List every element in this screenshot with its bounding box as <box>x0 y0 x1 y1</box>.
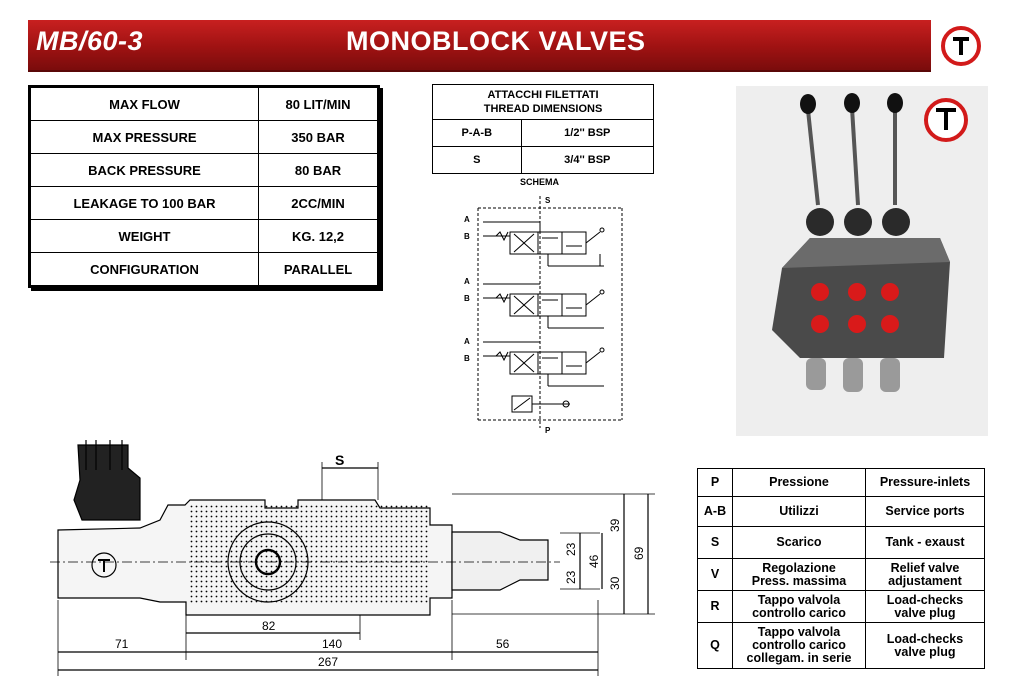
schema-port-b: B <box>464 232 470 241</box>
technical-drawing <box>50 440 655 676</box>
legend-italian: Scarico <box>732 526 866 559</box>
dim-140: 140 <box>322 637 342 651</box>
legend-italian-line: controllo carico <box>752 638 846 652</box>
thread-port: S <box>432 146 522 174</box>
brand-logo <box>935 20 987 72</box>
spec-table: MAX FLOW 80 LIT/MIN MAX PRESSURE 350 BAR… <box>28 85 380 288</box>
spec-value: PARALLEL <box>258 252 379 287</box>
spec-row: MAX PRESSURE 350 BAR <box>29 120 379 154</box>
schema-section <box>483 221 605 267</box>
dim-23-lower: 23 <box>564 570 578 584</box>
legend-key: S <box>697 526 733 559</box>
thread-row: S 3/4'' BSP <box>432 146 655 174</box>
dim-82: 82 <box>262 619 276 633</box>
product-photo <box>736 86 988 436</box>
dim-39: 39 <box>608 518 622 532</box>
legend-english-line: valve plug <box>894 605 956 620</box>
legend-italian: Regolazione Press. massima <box>732 558 866 591</box>
spec-row: WEIGHT KG. 12,2 <box>29 219 379 253</box>
spec-label: LEAKAGE TO 100 BAR <box>29 186 259 220</box>
schema-port-p: P <box>545 426 551 435</box>
legend-key: A-B <box>697 496 733 527</box>
legend-english-line: Load-checks <box>886 592 964 607</box>
legend-italian-line: controllo carico <box>752 605 846 620</box>
legend-english: Tank - exaust <box>865 526 985 559</box>
page-title: MONOBLOCK VALVES <box>346 26 646 56</box>
legend-italian: Pressione <box>732 468 866 497</box>
legend-row: R Tappo valvola controllo carico Load-ch… <box>697 590 985 623</box>
thread-title-en: THREAD DIMENSIONS <box>483 103 603 115</box>
legend-english: Relief valve adjustament <box>865 558 985 591</box>
schema-port-b: B <box>464 354 470 363</box>
thread-size: 1/2'' BSP <box>520 119 655 147</box>
dim-s: S <box>335 452 344 468</box>
legend-italian-line: Regolazione <box>762 560 836 575</box>
dim-69: 69 <box>632 546 646 560</box>
dim-71: 71 <box>115 637 129 651</box>
hydraulic-schema <box>477 196 623 428</box>
schema-title: SCHEMA <box>520 177 560 187</box>
legend-english-line: Load-checks <box>886 631 964 646</box>
legend-english-line: Relief valve <box>890 560 960 575</box>
legend-italian: Utilizzi <box>732 496 866 527</box>
thread-header: ATTACCHI FILETTATI THREAD DIMENSIONS <box>432 84 654 120</box>
schema-section <box>483 283 605 329</box>
header-banner: MB/60-3 MONOBLOCK VALVES <box>28 20 931 70</box>
legend-italian: Tappo valvola controllo carico <box>732 590 866 623</box>
dim-23-upper: 23 <box>564 542 578 556</box>
spec-value: 80 BAR <box>258 153 379 187</box>
legend-key: P <box>697 468 733 497</box>
spec-value: 80 LIT/MIN <box>258 86 379 121</box>
spec-value: 350 BAR <box>258 120 379 154</box>
schema-port-s: S <box>545 196 551 205</box>
legend-row: P Pressione Pressure-inlets <box>697 468 985 497</box>
dim-267: 267 <box>318 655 338 669</box>
legend-italian: Tappo valvola controllo carico collegam.… <box>732 622 866 669</box>
spec-row: MAX FLOW 80 LIT/MIN <box>29 86 379 121</box>
spec-value: KG. 12,2 <box>258 219 379 253</box>
thread-row: P-A-B 1/2'' BSP <box>432 119 655 147</box>
legend-english-line: adjustament <box>888 573 962 588</box>
legend-row: A-B Utilizzi Service ports <box>697 496 985 527</box>
legend-key: Q <box>697 622 733 669</box>
dim-30: 30 <box>608 576 622 590</box>
spec-row: LEAKAGE TO 100 BAR 2CC/MIN <box>29 186 379 220</box>
spec-row: CONFIGURATION PARALLEL <box>29 252 379 287</box>
legend-italian-line: Tappo valvola <box>757 625 841 639</box>
legend-italian-line: Tappo valvola <box>757 592 841 607</box>
port-legend-table: P Pressione Pressure-inlets A-B Utilizzi… <box>697 468 985 669</box>
legend-key: V <box>697 558 733 591</box>
legend-row: V Regolazione Press. massima Relief valv… <box>697 558 985 591</box>
legend-english: Service ports <box>865 496 985 527</box>
schema-section <box>483 341 605 387</box>
legend-italian-line: Press. massima <box>751 573 847 588</box>
legend-english: Pressure-inlets <box>865 468 985 497</box>
legend-key: R <box>697 590 733 623</box>
spec-row: BACK PRESSURE 80 BAR <box>29 153 379 187</box>
legend-english-line: valve plug <box>894 644 956 659</box>
schema-port-a: A <box>464 337 470 346</box>
legend-english: Load-checks valve plug <box>865 622 985 669</box>
legend-italian-line: collegam. in serie <box>746 651 852 665</box>
legend-row: Q Tappo valvola controllo carico collega… <box>697 622 985 669</box>
legend-english: Load-checks valve plug <box>865 590 985 623</box>
schema-port-b: B <box>464 294 470 303</box>
thread-title: ATTACCHI FILETTATI THREAD DIMENSIONS <box>432 84 654 120</box>
spec-label: MAX FLOW <box>29 86 259 121</box>
thread-table: ATTACCHI FILETTATI THREAD DIMENSIONS P-A… <box>432 84 655 174</box>
schema-port-a: A <box>464 215 470 224</box>
legend-row: S Scarico Tank - exaust <box>697 526 985 559</box>
dim-56: 56 <box>496 637 510 651</box>
spec-label: CONFIGURATION <box>29 252 259 287</box>
schema-port-a: A <box>464 277 470 286</box>
spec-label: WEIGHT <box>29 219 259 253</box>
model-code: MB/60-3 <box>36 26 144 56</box>
dim-46: 46 <box>587 554 601 568</box>
thread-title-it: ATTACCHI FILETTATI <box>487 89 599 101</box>
thread-size: 3/4'' BSP <box>520 146 655 174</box>
t-logo-icon <box>941 26 981 66</box>
spec-label: MAX PRESSURE <box>29 120 259 154</box>
spec-label: BACK PRESSURE <box>29 153 259 187</box>
